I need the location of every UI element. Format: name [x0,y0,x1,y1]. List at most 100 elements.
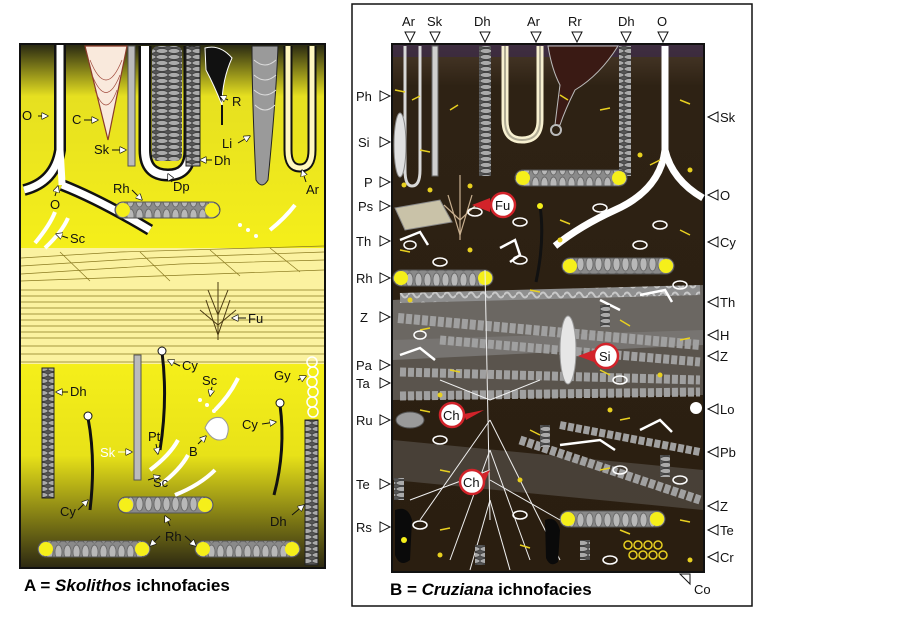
label-b-top-o: O [657,14,669,44]
ru-trace [395,411,425,429]
label-b-cr: Cr [706,550,734,565]
svg-text:Th: Th [356,234,371,249]
svg-text:Z: Z [360,310,368,325]
z-traces-b [397,285,702,505]
sk-tube-a [127,45,136,167]
lo-trace [690,402,702,414]
speckle-white [403,203,688,565]
highlight-ch1: Ch [438,401,484,429]
cy-trace-b [534,205,544,283]
ps-trace [394,199,453,231]
svg-text:Te: Te [720,523,734,538]
label-a-dh3: Dh [270,505,304,529]
label-b-z-r2: Z [706,499,728,514]
panel-b-highlight-labels: Fu Si Ch Ch [438,191,620,496]
fu-trace-a [199,282,237,340]
svg-text:Gy: Gy [274,368,291,383]
rh-bead-a4 [194,540,301,558]
cross-laminated-band [20,245,325,364]
panel-b-right-labels: Sk O Cy Th H Z Lo Pb Z Te Cr Co [678,110,736,597]
panel-b-top-labels: Ar Sk Dh Ar Rr Dh O [402,14,669,44]
label-b-top-dh2: Dh [618,14,635,44]
si-trace-b2 [559,315,577,385]
label-a-pt: Pt [148,429,161,454]
svg-text:C: C [72,112,81,127]
svg-text:Ch: Ch [443,408,460,423]
svg-text:P: P [364,175,373,190]
label-b-ru: Ru [356,413,392,428]
label-b-top-ar1: Ar [402,14,416,44]
svg-text:Rh: Rh [113,181,130,196]
label-a-cy3: Cy [60,500,88,519]
svg-text:Dh: Dh [474,14,491,29]
label-b-ta: Ta [356,376,392,391]
svg-text:Lo: Lo [720,402,734,417]
svg-text:Ch: Ch [463,475,480,490]
te-traces [394,305,670,565]
label-a-dh: Dh [200,153,231,168]
svg-text:Li: Li [222,136,232,151]
o-burrow-a [22,45,154,236]
svg-text:Pb: Pb [720,445,736,460]
panel-b-cruziana [351,3,753,607]
svg-text:R: R [232,94,241,109]
sk-tube-b [431,45,439,177]
label-b-top-sk: Sk [427,14,443,44]
highlight-si: Si [578,342,620,370]
cy-trace-a3 [272,404,284,496]
ar-u-burrow-b1 [403,46,422,188]
svg-text:Ru: Ru [356,413,373,428]
svg-text:O: O [22,108,32,123]
svg-text:Th: Th [720,295,735,310]
rr-trace [547,45,619,126]
svg-text:Cy: Cy [720,235,736,250]
label-b-p: P [364,175,392,190]
label-a-sc2: Sc [202,373,218,396]
rs-traces [395,508,560,565]
svg-text:Co: Co [694,582,711,597]
svg-text:Ta: Ta [356,376,371,391]
label-a-rh2: Rh [150,516,196,546]
label-a-rh: Rh [113,181,142,200]
svg-text:Sc: Sc [202,373,218,388]
label-b-z-r1: Z [706,349,728,364]
speckle-yellow [394,89,691,549]
svg-text:Pt: Pt [148,429,161,444]
panel-a-skolithos [19,43,326,569]
svg-text:Sk: Sk [94,142,110,157]
dh-burrow-b1 [479,46,491,176]
ch-network [409,269,561,571]
caption-a: A = Skolithos ichnofacies [24,576,230,595]
label-a-li: Li [222,136,250,151]
highlight-ch2: Ch [458,468,490,496]
dh-burrow-b2 [619,46,631,176]
rh-bead-a1 [114,201,221,219]
label-a-r: R [220,94,241,109]
label-b-h: H [706,328,729,343]
svg-text:O: O [720,188,730,203]
gy-trace [306,356,319,418]
svg-text:Ps: Ps [358,199,374,214]
label-b-cy: Cy [706,235,736,250]
svg-text:Sc: Sc [70,231,86,246]
svg-text:Pa: Pa [356,358,373,373]
label-b-rs: Rs [356,520,392,535]
label-a-ar: Ar [302,170,320,197]
ar-u-burrow-b2 [501,46,544,144]
dh-burrow-a1 [185,45,201,167]
svg-text:Sk: Sk [427,14,443,29]
b-trace [204,417,229,441]
highlight-fu: Fu [472,191,517,219]
dh-burrow-a2 [41,367,55,499]
svg-text:Dh: Dh [214,153,231,168]
svg-text:Rh: Rh [356,271,373,286]
svg-text:Rr: Rr [568,14,582,29]
si-trace-b1 [393,112,407,178]
svg-text:Sk: Sk [100,445,116,460]
svg-text:Fu: Fu [248,311,263,326]
sk-tube-a2 [133,354,142,481]
dh-burrow-a3 [304,419,319,566]
label-a-cy1: Cy [168,358,198,373]
svg-text:Si: Si [599,349,611,364]
o-burrow-b [552,46,705,249]
